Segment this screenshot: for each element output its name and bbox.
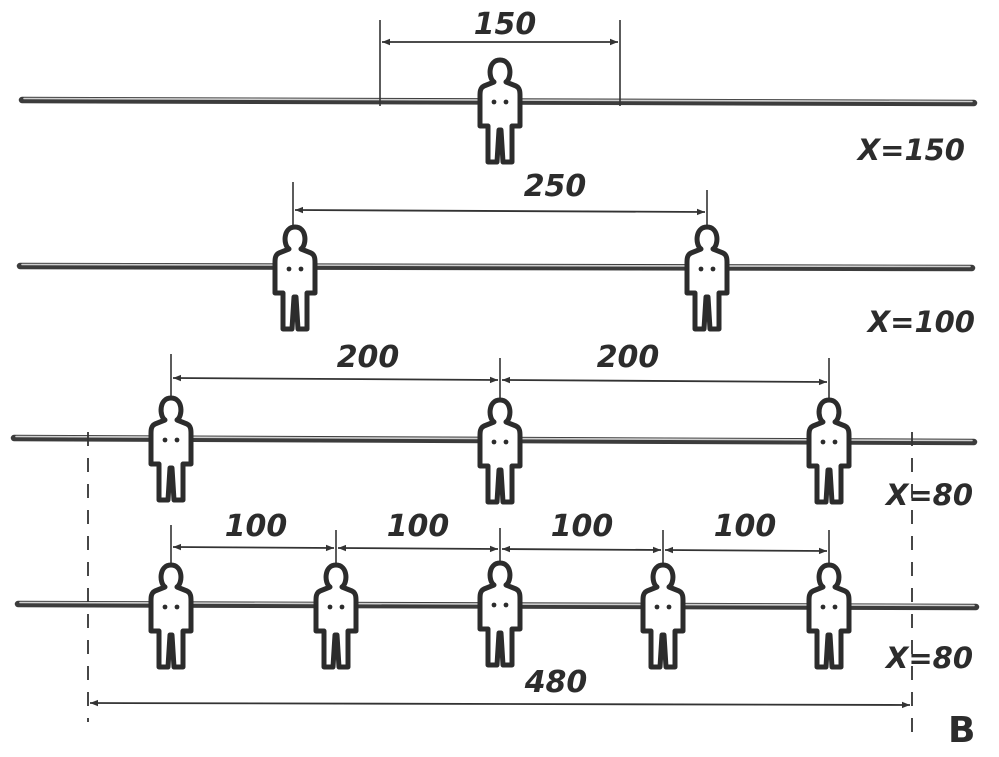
- x-spacing-label-row-1: X=150: [856, 133, 965, 167]
- player-figure: [480, 60, 520, 162]
- x-spacing-label-row-4: X=80: [884, 641, 973, 675]
- player-figure: [480, 400, 520, 502]
- player-figure: [809, 400, 849, 502]
- player-figure: [275, 227, 315, 329]
- dimension-line-100-4: [664, 546, 828, 555]
- x-spacing-label-row-2: X=100: [866, 305, 975, 339]
- dimension-line-100-3: [501, 545, 662, 554]
- dim-label-200-right: 200: [597, 340, 660, 375]
- row-3: 200 200 X=80: [10, 340, 978, 512]
- dim-label-100-1: 100: [225, 509, 288, 544]
- dimension-line-100-1: [172, 543, 335, 552]
- dim-label-250: 250: [524, 169, 587, 204]
- player-figure: [809, 565, 849, 667]
- dim-label-100-4: 100: [714, 509, 777, 544]
- dimension-line-100-2: [337, 544, 499, 553]
- rod-2: [16, 262, 976, 272]
- player-figure: [151, 398, 191, 500]
- dim-label-200-left: 200: [337, 340, 400, 375]
- overall-dimension: 480: [87, 432, 913, 740]
- dimension-line-200-right: [501, 376, 828, 386]
- row-4: 100 100 100 100 X=80: [14, 509, 980, 675]
- x-spacing-label-row-3: X=80: [884, 478, 973, 512]
- player-figure: [151, 565, 191, 667]
- dimension-line-480: [89, 699, 911, 709]
- player-figure: [316, 565, 356, 667]
- row-1: 150 X=150: [18, 7, 978, 167]
- dimension-line-200-left: [172, 374, 499, 384]
- rod-2-highlight: [21, 263, 971, 268]
- dim-label-480: 480: [524, 665, 588, 700]
- player-figure: [480, 563, 520, 665]
- player-figure: [687, 227, 727, 329]
- row-2: 250 X=100: [16, 169, 976, 339]
- dim-label-100-3: 100: [551, 509, 614, 544]
- dimension-line-250: [294, 206, 706, 216]
- dim-label-150: 150: [474, 7, 537, 42]
- figure-plate-label: B: [948, 710, 975, 751]
- player-figure: [643, 565, 683, 667]
- dim-label-100-2: 100: [387, 509, 450, 544]
